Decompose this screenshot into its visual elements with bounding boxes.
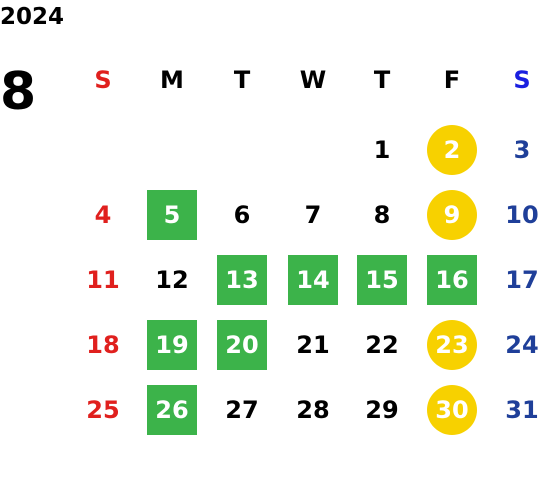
day-cell[interactable]: 10: [505, 201, 539, 229]
weekday-header: F: [443, 66, 461, 94]
day-cell-green[interactable]: 26: [147, 385, 197, 435]
day-cell-green[interactable]: 5: [147, 190, 197, 240]
day-cell[interactable]: 18: [86, 331, 120, 359]
day-cell[interactable]: 3: [513, 136, 531, 164]
day-cell[interactable]: 11: [86, 266, 120, 294]
day-cell[interactable]: 12: [155, 266, 189, 294]
day-cell-green[interactable]: 19: [147, 320, 197, 370]
day-cell[interactable]: 8: [373, 201, 391, 229]
weekday-header: S: [94, 66, 112, 94]
calendar-month: 8: [0, 62, 37, 122]
day-cell-green[interactable]: 14: [288, 255, 338, 305]
weekday-header: W: [299, 66, 327, 94]
weekday-header: T: [373, 66, 391, 94]
day-cell[interactable]: 1: [373, 136, 391, 164]
weekday-header: T: [233, 66, 251, 94]
day-cell[interactable]: 6: [233, 201, 251, 229]
day-cell[interactable]: 27: [225, 396, 259, 424]
day-cell-green[interactable]: 13: [217, 255, 267, 305]
day-cell[interactable]: 31: [505, 396, 539, 424]
day-cell[interactable]: 17: [505, 266, 539, 294]
weekday-header: M: [160, 66, 184, 94]
day-cell[interactable]: 25: [86, 396, 120, 424]
day-cell[interactable]: 4: [94, 201, 112, 229]
day-cell-green[interactable]: 20: [217, 320, 267, 370]
day-cell[interactable]: 29: [365, 396, 399, 424]
day-cell-yellow[interactable]: 2: [427, 125, 477, 175]
day-cell[interactable]: 24: [505, 331, 539, 359]
day-cell-yellow[interactable]: 9: [427, 190, 477, 240]
day-cell[interactable]: 21: [296, 331, 330, 359]
day-cell[interactable]: 28: [296, 396, 330, 424]
day-cell[interactable]: 7: [304, 201, 322, 229]
day-cell[interactable]: 22: [365, 331, 399, 359]
day-cell-yellow[interactable]: 30: [427, 385, 477, 435]
weekday-header: S: [513, 66, 531, 94]
day-cell-green[interactable]: 15: [357, 255, 407, 305]
day-cell-green[interactable]: 16: [427, 255, 477, 305]
day-cell-yellow[interactable]: 23: [427, 320, 477, 370]
calendar-year: 2024: [0, 4, 65, 30]
